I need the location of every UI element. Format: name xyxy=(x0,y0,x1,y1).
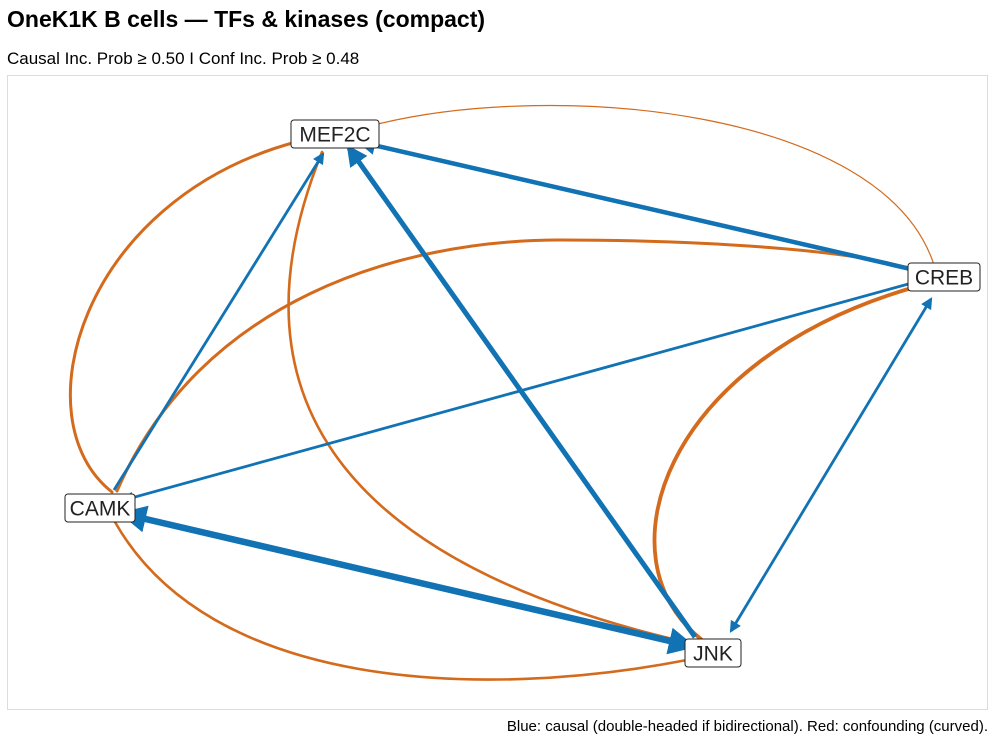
causal-edges xyxy=(112,136,933,655)
causal-edge-creb-to-mef2c xyxy=(356,136,916,273)
causal-edge-jnk-to-mef2c xyxy=(346,144,698,639)
node-creb: CREB xyxy=(907,262,981,292)
causal-edge-camk-to-jnk xyxy=(118,505,697,655)
causal-edge-camk-to-mef2c xyxy=(112,152,325,491)
confounding-edge-mef2c-camk xyxy=(68,140,298,494)
chart-title: OneK1K B cells — TFs & kinases (compact) xyxy=(7,6,486,32)
node-label-mef2c: MEF2C xyxy=(299,124,370,147)
legend-caption: Blue: causal (double-headed if bidirecti… xyxy=(506,718,988,735)
causal-edge-creb-to-jnk xyxy=(729,297,933,633)
confounding-edges xyxy=(68,104,934,681)
node-label-creb: CREB xyxy=(915,267,973,290)
plot-panel xyxy=(7,75,988,710)
node-box-jnk xyxy=(684,638,742,668)
node-box-creb xyxy=(907,262,981,292)
chart-subtitle: Causal Inc. Prob ≥ 0.50 I Conf Inc. Prob… xyxy=(7,49,360,68)
nodes: MEF2C CREB CAMK JNK xyxy=(64,119,981,668)
causal-edge-creb-to-camk xyxy=(121,281,913,504)
node-box-camk xyxy=(64,493,136,523)
node-camk: CAMK xyxy=(64,493,136,523)
node-jnk: JNK xyxy=(684,638,742,668)
confounding-edge-creb-jnk xyxy=(652,285,917,641)
confounding-edge-mef2c-creb xyxy=(377,104,934,263)
confounding-edge-camk-creb xyxy=(115,238,914,493)
node-mef2c: MEF2C xyxy=(290,119,380,149)
node-label-jnk: JNK xyxy=(693,643,733,666)
confounding-edge-camk-jnk xyxy=(113,520,689,681)
node-box-mef2c xyxy=(290,119,380,149)
node-label-camk: CAMK xyxy=(70,498,131,521)
